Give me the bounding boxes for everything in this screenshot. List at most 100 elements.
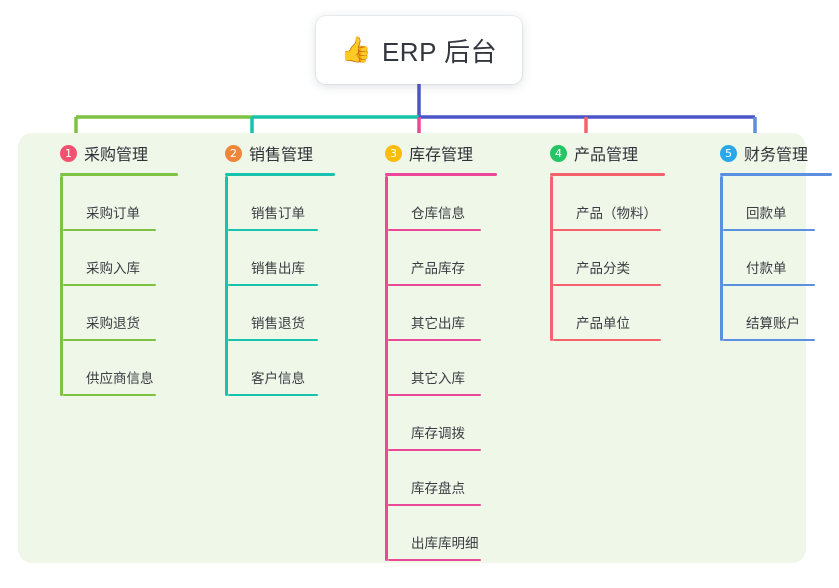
branch-item[interactable]: 其它出库 bbox=[385, 286, 513, 341]
branch-item-list: 采购订单采购入库采购退货供应商信息 bbox=[60, 176, 188, 396]
branch-item[interactable]: 库存调拨 bbox=[385, 396, 513, 451]
branch-column-4: 4 产品管理产品（物料） 产品分类产品单位 bbox=[528, 133, 683, 341]
branch-title: 销售管理 bbox=[249, 147, 314, 164]
branch-header-rule bbox=[720, 173, 832, 176]
branch-item-rule bbox=[388, 339, 481, 341]
branch-item-rule bbox=[388, 284, 481, 286]
branch-header-3[interactable]: 3 库存管理 bbox=[363, 133, 513, 173]
diagram-panel bbox=[18, 133, 806, 563]
branch-item-label: 产品库存 bbox=[411, 261, 465, 276]
branch-item-label: 结算账户 bbox=[746, 316, 800, 331]
branch-item[interactable]: 供应商信息 bbox=[60, 341, 188, 396]
branch-header-rule bbox=[550, 173, 665, 176]
branch-number-badge: 1 bbox=[60, 144, 77, 162]
branch-columns: 1 采购管理采购订单采购入库采购退货供应商信息 2 销售管理销售订单销售出库销售退货客… bbox=[18, 133, 832, 563]
thumbs-up-icon: 👍 bbox=[340, 35, 372, 64]
branch-item-label: 销售退货 bbox=[251, 316, 305, 331]
branch-item[interactable]: 产品单位 bbox=[550, 286, 683, 341]
branch-item-label: 采购订单 bbox=[86, 206, 140, 221]
branch-item-label: 客户信息 bbox=[251, 371, 305, 386]
branch-item[interactable]: 产品库存 bbox=[385, 231, 513, 286]
branch-column-2: 2 销售管理销售订单销售出库销售退货客户信息 bbox=[203, 133, 353, 396]
branch-item[interactable]: 回款单 bbox=[720, 176, 838, 231]
branch-item-label: 销售订单 bbox=[251, 206, 305, 221]
branch-spine bbox=[60, 176, 63, 396]
branch-item-list: 产品（物料） 产品分类产品单位 bbox=[550, 176, 683, 341]
branch-item[interactable]: 客户信息 bbox=[225, 341, 353, 396]
branch-item-label: 付款单 bbox=[746, 261, 787, 276]
branch-item-label: 库存盘点 bbox=[411, 481, 465, 496]
branch-item-rule bbox=[228, 284, 318, 286]
branch-header-rule bbox=[60, 173, 178, 176]
branch-item[interactable]: 产品（物料） bbox=[550, 176, 683, 231]
branch-number-badge: 4 bbox=[550, 144, 567, 162]
branch-item-rule bbox=[723, 339, 815, 341]
branch-title: 产品管理 bbox=[574, 147, 639, 164]
branch-item[interactable]: 仓库信息 bbox=[385, 176, 513, 231]
branch-item-rule bbox=[388, 504, 481, 506]
branch-item[interactable]: 采购订单 bbox=[60, 176, 188, 231]
branch-spine bbox=[225, 176, 228, 396]
branch-spine bbox=[385, 176, 388, 561]
branch-item[interactable]: 产品分类 bbox=[550, 231, 683, 286]
branch-item-rule bbox=[723, 229, 815, 231]
branch-title: 财务管理 bbox=[744, 147, 809, 164]
branch-title: 采购管理 bbox=[84, 147, 149, 164]
branch-item-label: 产品（物料） bbox=[576, 206, 657, 221]
branch-spine bbox=[550, 176, 553, 341]
branch-number-badge: 5 bbox=[720, 144, 737, 162]
branch-item-rule bbox=[228, 339, 318, 341]
branch-item[interactable]: 销售退货 bbox=[225, 286, 353, 341]
branch-item[interactable]: 其它入库 bbox=[385, 341, 513, 396]
root-node[interactable]: 👍 ERP 后台 bbox=[316, 16, 522, 84]
branch-header-rule bbox=[225, 173, 335, 176]
branch-item-rule bbox=[63, 394, 156, 396]
branch-item[interactable]: 库存盘点 bbox=[385, 451, 513, 506]
branch-item-rule bbox=[63, 229, 156, 231]
branch-item-rule bbox=[388, 559, 481, 561]
branch-item-rule bbox=[553, 229, 661, 231]
branch-item-label: 出库库明细 bbox=[411, 536, 479, 551]
branch-item[interactable]: 销售出库 bbox=[225, 231, 353, 286]
branch-spine bbox=[720, 176, 723, 341]
branch-item-rule bbox=[388, 229, 481, 231]
branch-item-rule bbox=[228, 229, 318, 231]
branch-column-5: 5 财务管理回款单付款单结算账户 bbox=[698, 133, 838, 341]
branch-item-rule bbox=[63, 284, 156, 286]
branch-item-rule bbox=[553, 339, 661, 341]
branch-item-label: 销售出库 bbox=[251, 261, 305, 276]
branch-title: 库存管理 bbox=[409, 147, 474, 164]
branch-item-label: 产品单位 bbox=[576, 316, 630, 331]
branch-item-label: 回款单 bbox=[746, 206, 787, 221]
branch-number-badge: 2 bbox=[225, 144, 242, 162]
branch-item-label: 其它出库 bbox=[411, 316, 465, 331]
branch-header-5[interactable]: 5 财务管理 bbox=[698, 133, 838, 173]
branch-item[interactable]: 采购入库 bbox=[60, 231, 188, 286]
branch-item-rule bbox=[388, 449, 481, 451]
branch-header-1[interactable]: 1 采购管理 bbox=[38, 133, 188, 173]
branch-item-label: 采购退货 bbox=[86, 316, 140, 331]
root-title: ERP 后台 bbox=[381, 36, 498, 67]
branch-item[interactable]: 采购退货 bbox=[60, 286, 188, 341]
branch-item-label: 供应商信息 bbox=[86, 371, 154, 386]
branch-column-3: 3 库存管理仓库信息产品库存其它出库其它入库库存调拨库存盘点出库库明细 bbox=[363, 133, 513, 561]
branch-column-1: 1 采购管理采购订单采购入库采购退货供应商信息 bbox=[38, 133, 188, 396]
branch-item-list: 回款单付款单结算账户 bbox=[720, 176, 838, 341]
branch-item-label: 仓库信息 bbox=[411, 206, 465, 221]
branch-item-list: 仓库信息产品库存其它出库其它入库库存调拨库存盘点出库库明细 bbox=[385, 176, 513, 561]
branch-header-rule bbox=[385, 173, 497, 176]
branch-item[interactable]: 结算账户 bbox=[720, 286, 838, 341]
branch-item[interactable]: 出库库明细 bbox=[385, 506, 513, 561]
branch-item-list: 销售订单销售出库销售退货客户信息 bbox=[225, 176, 353, 396]
branch-item-label: 其它入库 bbox=[411, 371, 465, 386]
branch-item-rule bbox=[723, 284, 815, 286]
branch-item-rule bbox=[228, 394, 318, 396]
branch-item-rule bbox=[388, 394, 481, 396]
branch-item[interactable]: 付款单 bbox=[720, 231, 838, 286]
branch-header-4[interactable]: 4 产品管理 bbox=[528, 133, 683, 173]
branch-number-badge: 3 bbox=[385, 144, 402, 162]
branch-item[interactable]: 销售订单 bbox=[225, 176, 353, 231]
branch-item-label: 产品分类 bbox=[576, 261, 630, 276]
branch-item-rule bbox=[553, 284, 661, 286]
branch-header-2[interactable]: 2 销售管理 bbox=[203, 133, 353, 173]
